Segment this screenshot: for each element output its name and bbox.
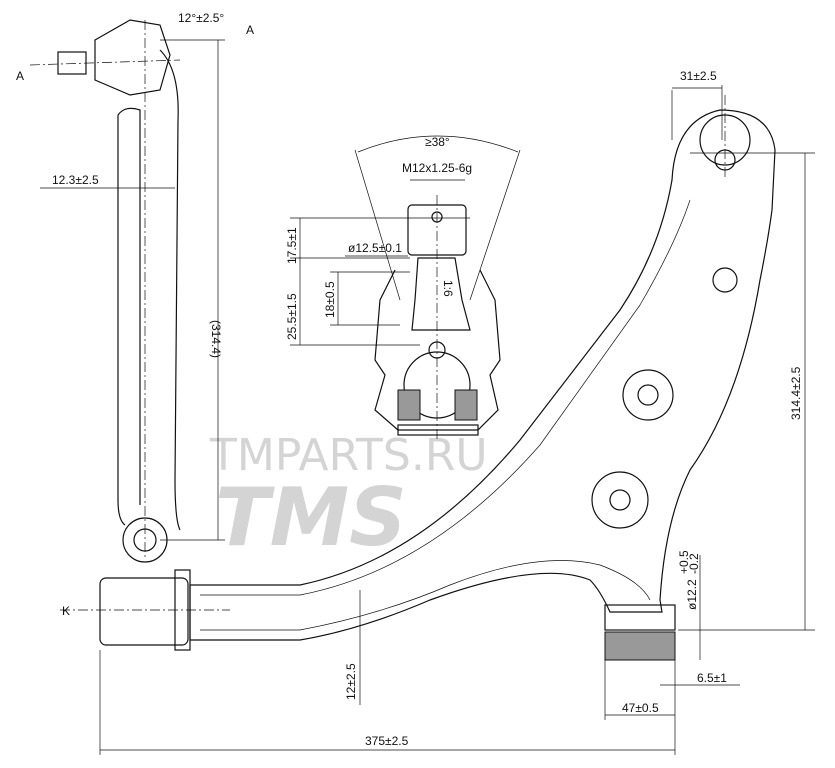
side-offset-label: 12.3±2.5: [52, 173, 99, 187]
side-angle-label: 12°±2.5°: [178, 11, 224, 25]
bush-diameter-value: ø12.2: [685, 579, 699, 610]
bush-offset-label: 6.5±1: [697, 671, 727, 685]
pin-diameter-label: ø12.5±0.1: [348, 241, 402, 255]
cone-angle-label: ≥38°: [425, 135, 450, 149]
thread-label: M12x1.25-6g: [402, 161, 472, 175]
bush-tol-upper: +0.5: [677, 550, 691, 574]
taper-label: 1:6: [441, 280, 455, 297]
ball-offset-label: 31±2.5: [680, 69, 717, 83]
height-label: 314.4±2.5: [789, 366, 803, 420]
watermark: TMS TMPARTS.RU: [209, 430, 488, 564]
front-offset-label: 12±2.5: [344, 663, 358, 700]
height-top-label: 17.5±1: [285, 227, 299, 264]
section-mark-right: A: [246, 23, 254, 37]
side-view: 12.3±2.5 (314.4) 12°±2.5° A A: [16, 11, 254, 563]
bush-diameter-label: ø12.2 +0.5 -0.2: [677, 550, 701, 610]
ball-joint-section: ≥38° M12x1.25-6g 17.5±1 25.5±1.5 18±0.5 …: [285, 135, 521, 440]
side-length-label: (314.4): [209, 320, 223, 358]
bush-width-label: 47±0.5: [622, 701, 659, 715]
bush-tol-lower: -0.2: [687, 553, 701, 574]
main-view: 31±2.5 314.4±2.5 ø12.2 +0.5 -0.2 6.5±1 4…: [60, 69, 815, 755]
section-mark-left: A: [16, 69, 24, 83]
watermark-site: TMPARTS.RU: [209, 430, 488, 481]
height-mid-label: 18±0.5: [323, 281, 337, 318]
height-total-label: 25.5±1.5: [285, 293, 299, 340]
length-label: 375±2.5: [365, 734, 409, 748]
view-mark-k: K: [62, 604, 70, 618]
watermark-logo: TMS: [215, 471, 407, 564]
